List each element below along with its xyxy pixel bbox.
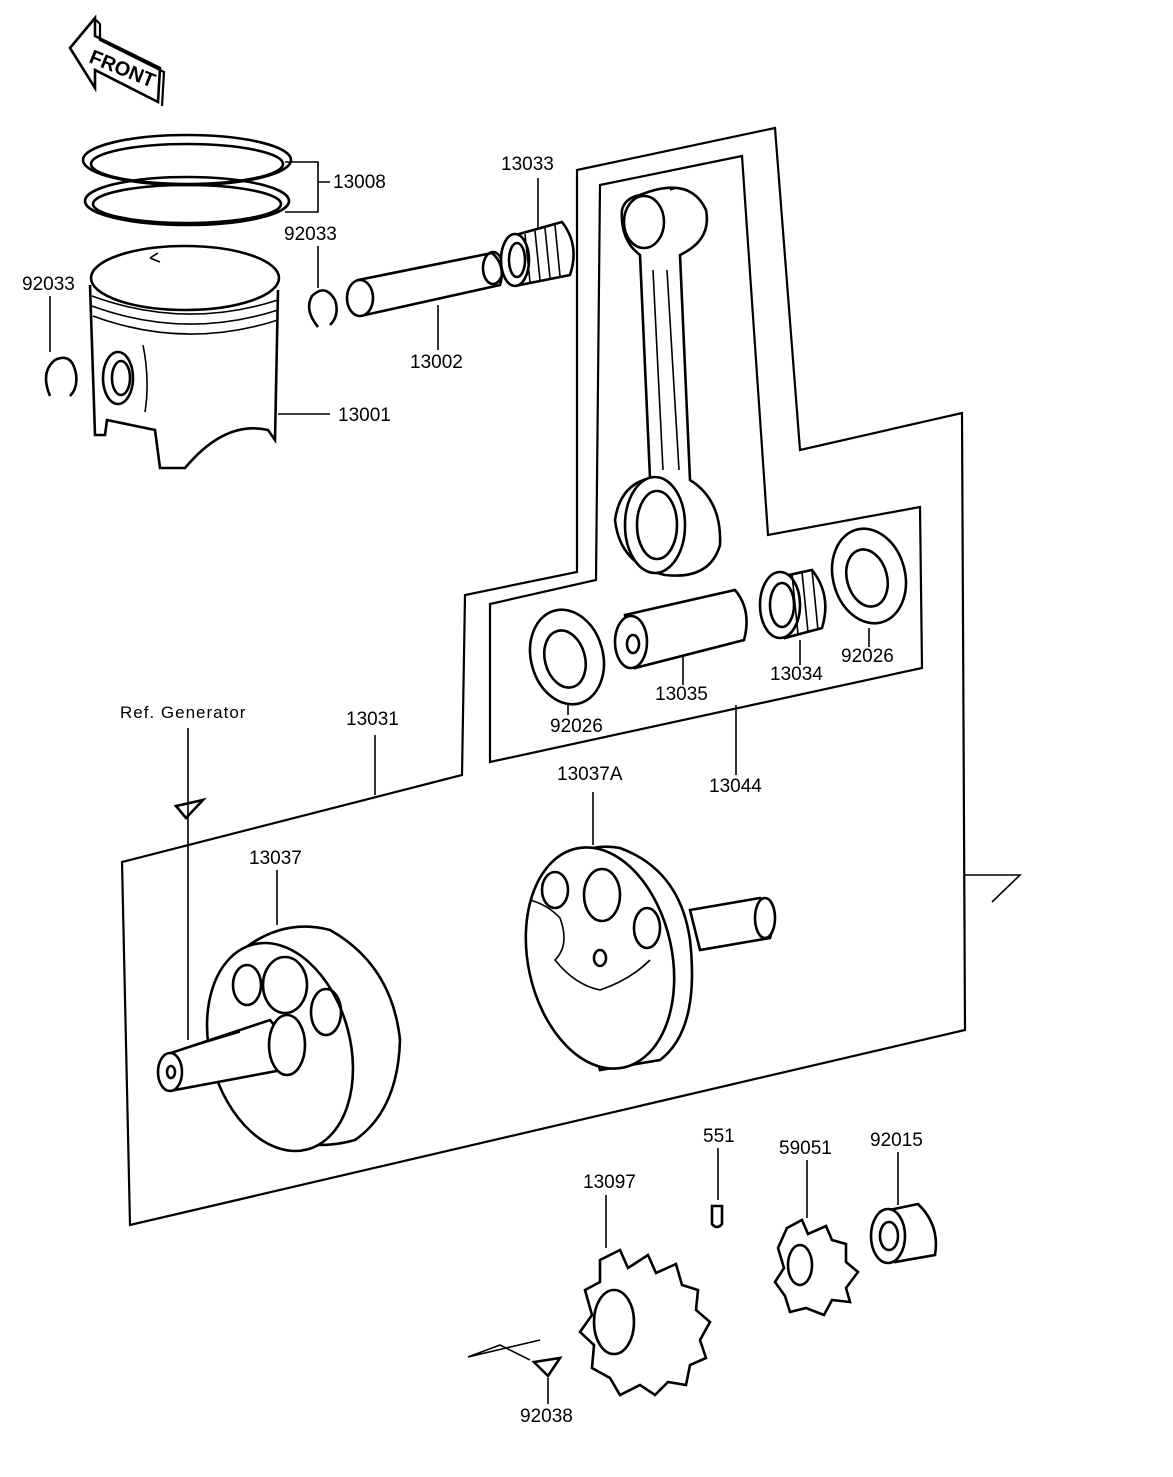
- label-13033: 13033: [501, 154, 554, 175]
- crankshaft-nut: [869, 1202, 938, 1265]
- label-92026-right: 92026: [841, 646, 894, 667]
- pump-drive-gear: [773, 1218, 860, 1317]
- label-92038: 92038: [520, 1406, 573, 1427]
- label-92033-left: 92033: [22, 274, 75, 295]
- piston-rings: [81, 133, 293, 227]
- piston-pin-clip-right: [307, 289, 338, 328]
- leader-lines: [49, 161, 899, 1404]
- label-13034: 13034: [770, 664, 823, 685]
- front-arrow-icon: FRONT: [68, 14, 166, 107]
- primary-gear: [578, 1248, 712, 1397]
- small-end-needle-bearing: [499, 220, 575, 288]
- label-ref-generator: Ref. Generator: [120, 703, 246, 722]
- label-92015: 92015: [870, 1130, 923, 1151]
- generator-woodruff-key: [173, 797, 207, 820]
- label-13031: 13031: [346, 709, 399, 730]
- label-13002: 13002: [410, 352, 463, 373]
- label-13037A: 13037A: [557, 764, 623, 785]
- piston-pin-clip-left: [44, 356, 78, 397]
- label-13037: 13037: [249, 848, 302, 869]
- crankshaft-assembly-outline: [120, 126, 967, 1227]
- piston-pin: [345, 250, 505, 318]
- thrust-washer-left: [528, 608, 606, 706]
- piston: [88, 244, 281, 470]
- connecting-rod: [613, 186, 722, 577]
- label-13008: 13008: [333, 172, 386, 193]
- label-92026-left: 92026: [550, 716, 603, 737]
- crankshaft-half-right: [524, 845, 777, 1072]
- label-92033-right: 92033: [284, 224, 337, 245]
- label-13097: 13097: [583, 1172, 636, 1193]
- crank-pin: [613, 588, 748, 670]
- label-13035: 13035: [655, 684, 708, 705]
- label-13044: 13044: [709, 776, 762, 797]
- dowel-pin: [710, 1204, 724, 1229]
- connecting-rod-assembly-outline: [488, 154, 924, 764]
- key-leader-arrow: [467, 1339, 541, 1361]
- continuation-arrow: [965, 874, 1022, 903]
- thrust-washer-right: [830, 527, 908, 625]
- big-end-needle-bearing: [758, 568, 827, 640]
- crankshaft-half-left: [156, 925, 402, 1153]
- label-13001: 13001: [338, 405, 391, 426]
- label-59051: 59051: [779, 1138, 832, 1159]
- gear-woodruff-key: [531, 1356, 563, 1379]
- label-551: 551: [703, 1126, 735, 1147]
